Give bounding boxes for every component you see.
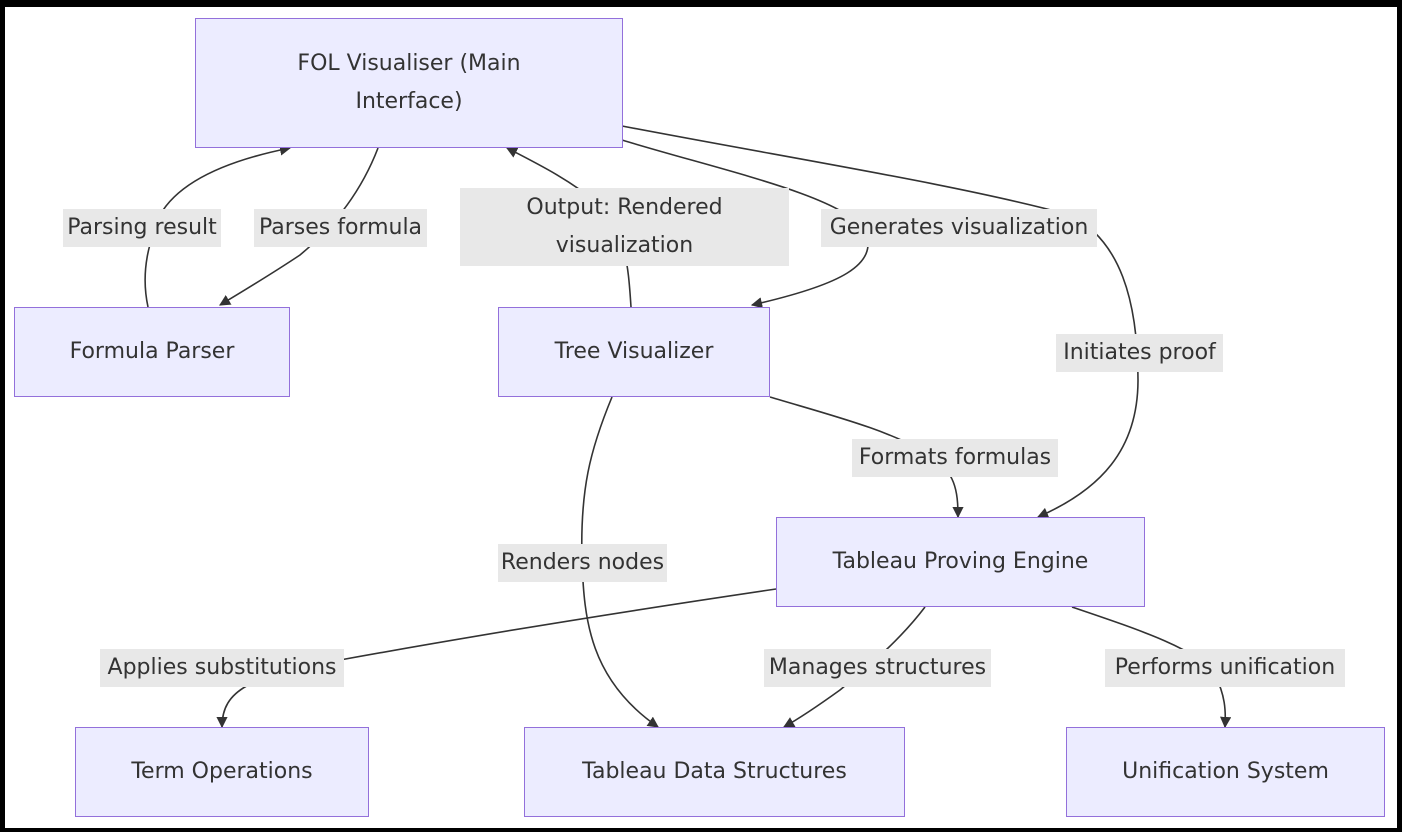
edge-applies-substitutions (216, 588, 777, 729)
edge-label-output-rendered: Output: Rendered visualization (460, 188, 789, 266)
node-main-interface-label: FOL Visualiser (Main Interface) (297, 51, 521, 114)
edge-label-applies-substitutions: Applies substitutions (100, 649, 344, 687)
edge-label-manages-structures: Manages structures (764, 649, 991, 687)
edge-label-generates-visualization: Generates visualization (821, 209, 1097, 247)
edge-initiates-proof (621, 125, 1139, 519)
edge-parses-formula (219, 147, 379, 306)
node-unification-system-label: Unification System (1122, 759, 1329, 784)
node-tableau-proving-engine[interactable]: Tableau Proving Engine (776, 517, 1145, 607)
node-formula-parser[interactable]: Formula Parser (14, 307, 290, 397)
node-tableau-data-structures-label: Tableau Data Structures (582, 759, 847, 784)
edge-label-formats-formulas: Formats formulas (852, 439, 1058, 477)
node-term-operations[interactable]: Term Operations (75, 727, 369, 817)
edge-label-performs-unification: Performs unification (1105, 649, 1345, 687)
node-unification-system[interactable]: Unification System (1066, 727, 1385, 817)
node-formula-parser-label: Formula Parser (69, 339, 235, 364)
node-tableau-proving-engine-label: Tableau Proving Engine (832, 549, 1089, 574)
edge-manages-structures (783, 606, 926, 728)
node-term-operations-label: Term Operations (131, 759, 313, 784)
node-main-interface[interactable]: FOL Visualiser (Main Interface) (195, 18, 623, 148)
edge-label-parsing-result: Parsing result (63, 209, 221, 247)
edge-label-output-rendered-text: Output: Rendered visualization (526, 195, 723, 258)
node-tableau-data-structures[interactable]: Tableau Data Structures (524, 727, 905, 817)
edge-label-renders-nodes: Renders nodes (498, 544, 667, 582)
node-tree-visualizer-label: Tree Visualizer (554, 339, 714, 364)
node-tree-visualizer[interactable]: Tree Visualizer (498, 307, 770, 397)
edge-label-initiates-proof: Initiates proof (1056, 334, 1223, 372)
edge-label-parses-formula: Parses formula (254, 209, 427, 247)
